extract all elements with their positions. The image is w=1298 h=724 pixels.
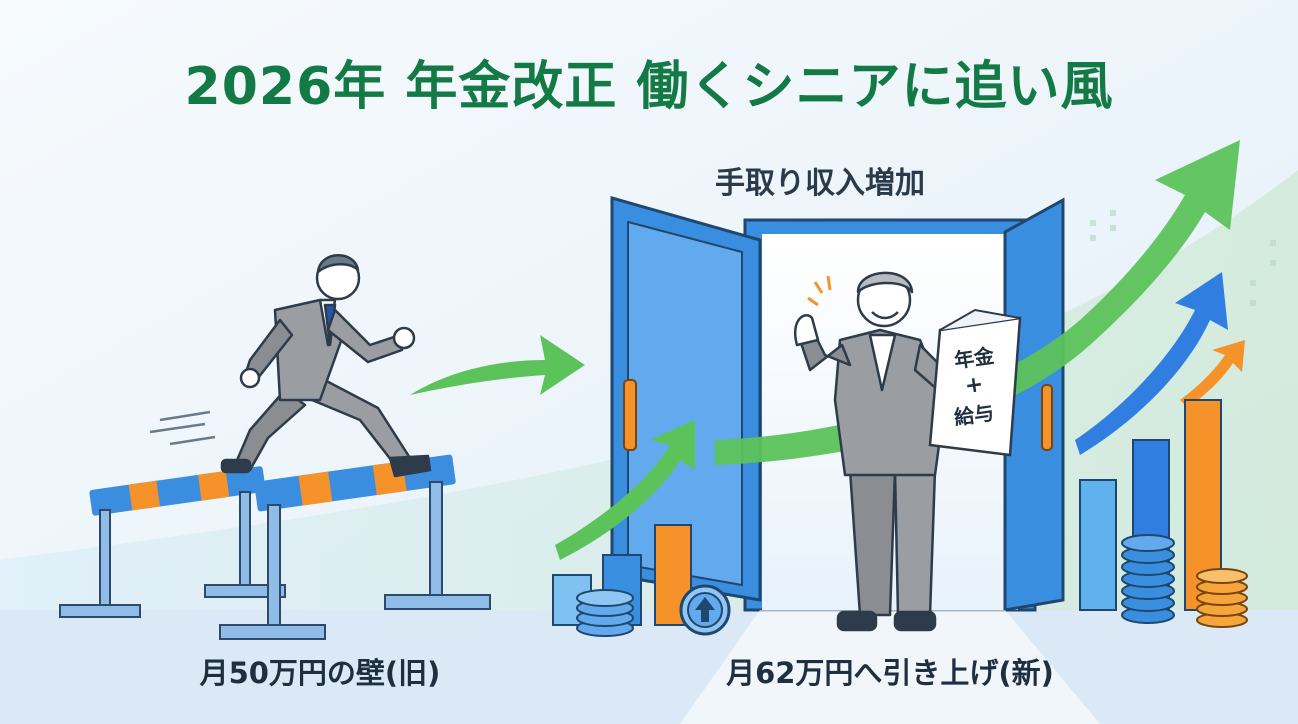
- background-dots: [1090, 210, 1276, 306]
- page-title: 2026年 年金改正 働くシニアに追い風: [184, 57, 1114, 117]
- envelope-label-salary: 給与: [953, 400, 996, 429]
- envelope-label-plus: +: [963, 372, 985, 399]
- up-arrow-icon: [679, 584, 731, 636]
- jumping-businessman: [149, 254, 432, 478]
- coin-stack-gold: [1196, 568, 1248, 628]
- envelope-icon: [928, 308, 1022, 457]
- coin-stack-blue: [1121, 534, 1175, 624]
- coin-icon: [576, 589, 634, 637]
- old-limit-caption: 月50万円の壁(旧): [199, 656, 441, 690]
- new-limit-caption: 月62万円へ引き上げ(新): [726, 656, 1054, 690]
- envelope-label-pension: 年金: [953, 343, 997, 372]
- growth-arrow-orange: [1180, 340, 1245, 408]
- take-home-increase-heading: 手取り収入増加: [715, 166, 925, 201]
- transition-arrow: [410, 335, 585, 395]
- growth-arrow-blue: [1075, 272, 1228, 455]
- growth-arrow-green-small: [555, 420, 695, 560]
